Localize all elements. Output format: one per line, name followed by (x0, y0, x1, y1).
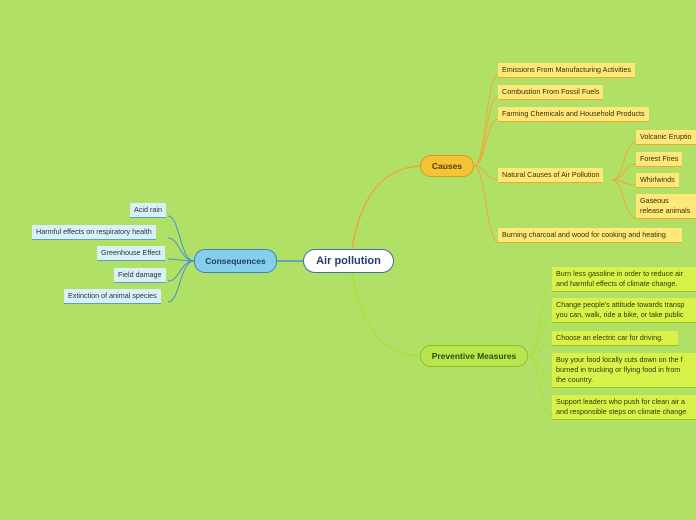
link-prev-2 (527, 317, 553, 357)
link-natural-3 (611, 179, 637, 186)
topic-consequences-label: Consequences (205, 256, 266, 266)
link-prev-3 (527, 343, 553, 357)
cause-natural[interactable]: Natural Causes of Air Pollution (498, 168, 604, 183)
central-topic[interactable]: Air pollution (303, 249, 394, 273)
central-topic-label: Air pollution (316, 255, 381, 267)
natural-gaseous-release[interactable]: Gaseous release animals (636, 194, 696, 219)
link-cons-5 (167, 260, 195, 303)
link-center-preventive (351, 272, 421, 357)
topic-causes[interactable]: Causes (420, 155, 474, 177)
link-cause-5 (473, 165, 499, 243)
topic-preventive-label: Preventive Measures (431, 351, 517, 361)
topic-causes-label: Causes (431, 161, 463, 171)
link-natural-1 (611, 141, 637, 181)
measure-support-clean-air-leaders[interactable]: Support leaders who push for clean air a… (552, 395, 696, 420)
link-prev-1 (527, 284, 553, 357)
consequence-acid-rain[interactable]: Acid rain (130, 203, 166, 218)
cause-farming-chemicals[interactable]: Farming Chemicals and Household Products (498, 107, 649, 122)
link-prev-5 (527, 355, 553, 417)
cause-fossil-fuel-combustion[interactable]: Combustion From Fossil Fuels (498, 85, 604, 100)
cause-burning-charcoal-wood[interactable]: Burning charcoal and wood for cooking an… (498, 228, 682, 243)
measure-change-transport-attitude[interactable]: Change people's attitude towards transp … (552, 298, 696, 323)
topic-consequences[interactable]: Consequences (194, 249, 277, 273)
cause-manufacturing-emissions[interactable]: Emissions From Manufacturing Activities (498, 63, 636, 78)
link-cons-1 (167, 215, 195, 262)
consequence-animal-extinction[interactable]: Extinction of animal species (64, 289, 161, 304)
link-prev-4 (527, 355, 553, 378)
measure-electric-car[interactable]: Choose an electric car for driving. (552, 331, 678, 346)
link-natural-4 (611, 179, 637, 219)
link-cause-1 (473, 74, 499, 167)
link-cause-3 (473, 118, 499, 167)
consequence-greenhouse-effect[interactable]: Greenhouse Effect (97, 246, 165, 261)
natural-forest-fires[interactable]: Forest Fires (636, 152, 683, 167)
link-center-causes (351, 165, 421, 250)
natural-whirlwinds[interactable]: Whirlwinds (636, 173, 679, 188)
natural-volcanic-eruption[interactable]: Volcanic Eruptio (636, 130, 696, 145)
link-cause-2 (473, 96, 499, 167)
topic-preventive-measures[interactable]: Preventive Measures (420, 345, 528, 367)
consequence-respiratory-health[interactable]: Harmful effects on respiratory health (32, 225, 156, 240)
link-cause-4 (473, 165, 499, 181)
measure-buy-local-food[interactable]: Buy your food locally cuts down on the f… (552, 353, 696, 388)
link-cons-2 (167, 237, 195, 262)
consequence-field-damage[interactable]: Field damage (114, 268, 166, 283)
link-natural-2 (611, 163, 637, 181)
measure-burn-less-gasoline[interactable]: Burn less gasoline in order to reduce ai… (552, 267, 696, 292)
